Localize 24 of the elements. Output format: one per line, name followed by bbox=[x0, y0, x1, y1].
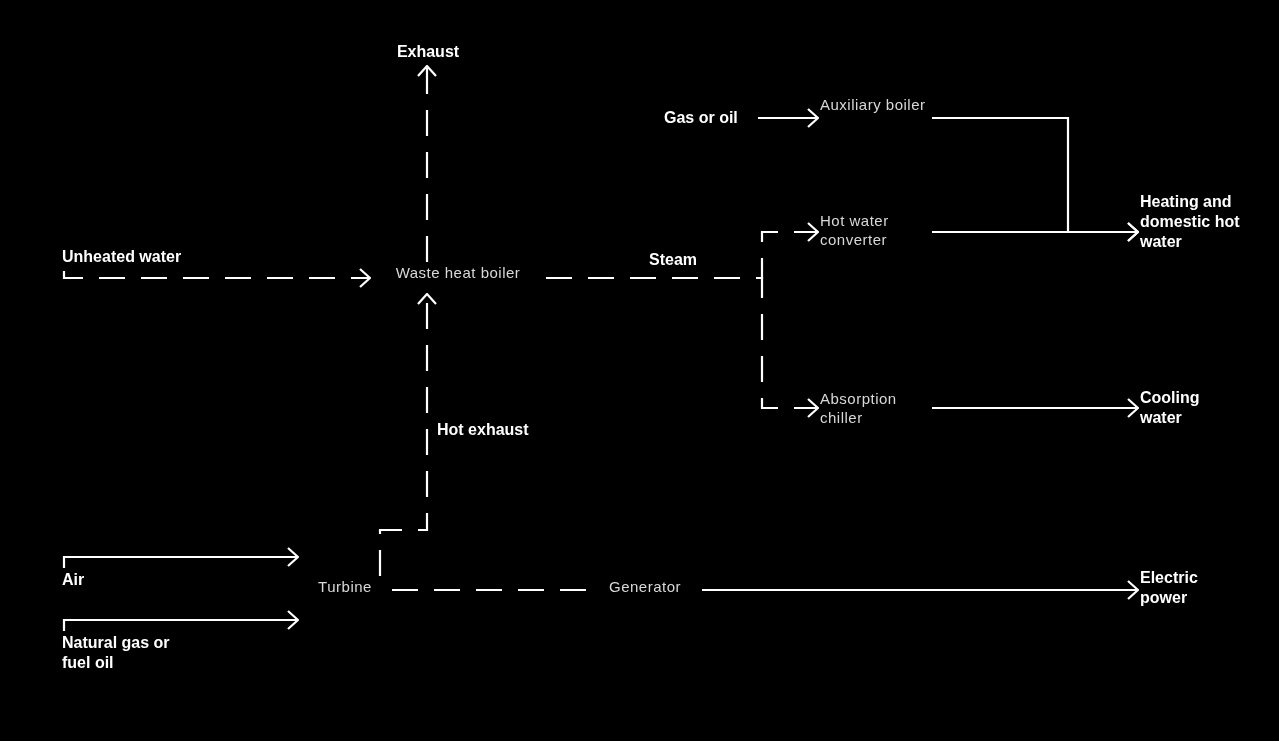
node-label: Waste heat boiler bbox=[394, 264, 522, 283]
arrow bbox=[62, 609, 300, 631]
node-label: Unheated water bbox=[62, 247, 183, 267]
arrow bbox=[62, 267, 372, 289]
node-label: Gas or oil bbox=[664, 108, 739, 128]
arrow bbox=[378, 292, 438, 576]
arrow bbox=[932, 397, 1140, 419]
arrow bbox=[62, 546, 300, 568]
node-label: Absorption chiller bbox=[820, 390, 898, 428]
node-label: Air bbox=[62, 570, 86, 590]
arrow bbox=[932, 221, 1140, 243]
node-label: Generator bbox=[607, 578, 682, 597]
node-label: Auxiliary boiler bbox=[820, 96, 927, 115]
node-label: Heating and domestic hot water bbox=[1140, 192, 1240, 252]
node-label: Turbine bbox=[317, 578, 373, 597]
arrow bbox=[546, 276, 820, 419]
node-label: Hot water converter bbox=[820, 212, 890, 250]
arrow bbox=[416, 64, 438, 262]
node-label: Exhaust bbox=[395, 42, 461, 62]
node-label: Natural gas or fuel oil bbox=[62, 633, 171, 673]
arrow bbox=[702, 579, 1140, 601]
arrow bbox=[758, 107, 820, 129]
node-label: Cooling water bbox=[1140, 388, 1201, 428]
node-label: Electric power bbox=[1140, 568, 1199, 608]
